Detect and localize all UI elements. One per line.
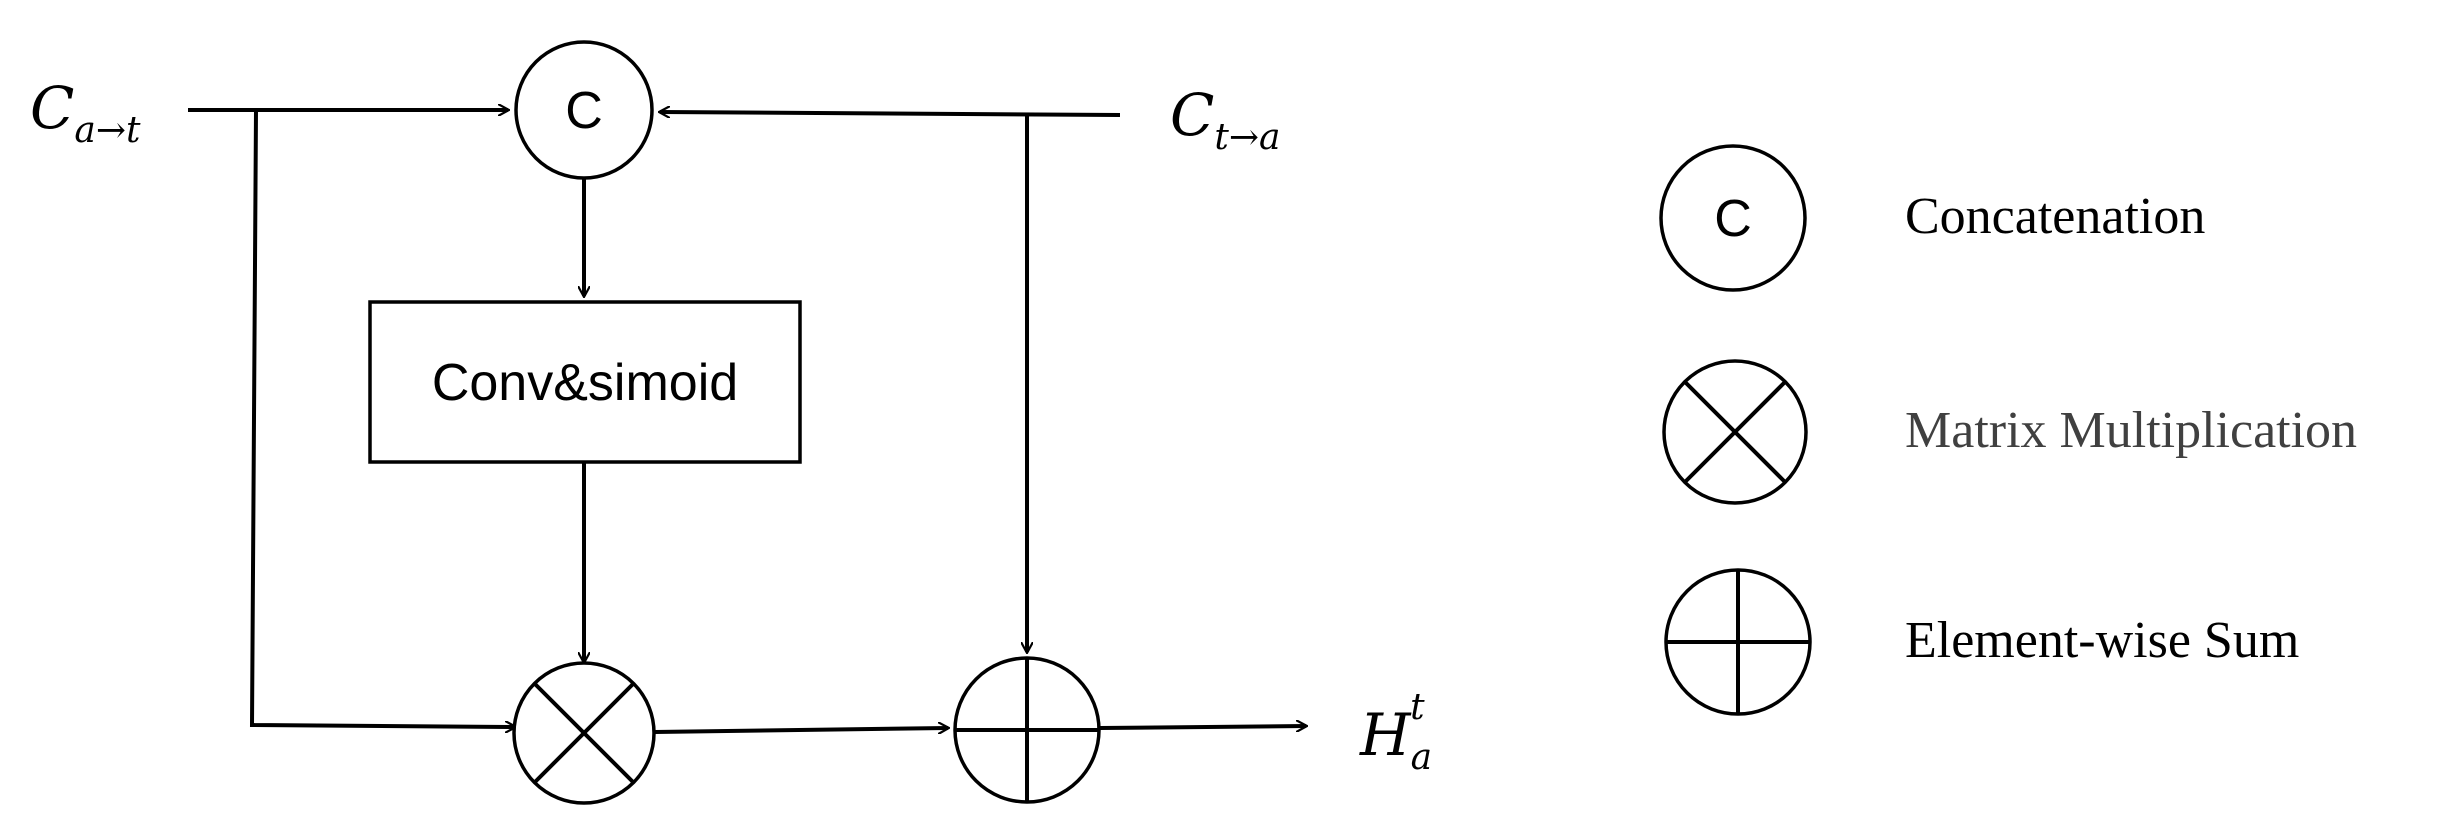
legend-element-wise-sum-label: Element-wise Sum [1905,612,2299,669]
legend-concatenation: C Concatenation [1659,144,2205,292]
multiply-cross-line-2 [533,682,635,784]
connectors [188,110,1306,732]
conv-sigmoid-block: Conv&simoid [368,300,802,464]
input-label-c-t-to-a: Ct→a [1170,81,1280,158]
arrow-multiply-to-sum [654,728,948,732]
arrow-right-input-to-concat [660,112,1121,115]
legend-concat-icon [1659,144,1807,292]
legend-matrix-multiplication-label: Matrix Multiplication [1905,402,2357,459]
legend-concat-symbol: C [1714,190,1752,248]
legend-matrix-multiplication: Matrix Multiplication [1662,359,2357,505]
concatenation-node: C [514,40,654,180]
arrow-sum-to-output [1099,726,1306,728]
element-wise-sum-node [953,656,1101,804]
legend-element-wise-sum: Element-wise Sum [1664,568,2299,716]
matrix-multiplication-node [512,661,656,805]
concat-symbol: C [565,82,603,140]
input-label-c-a-to-t: Ca→t [30,74,141,151]
output-label-h-a-t: Hat [1359,687,1432,778]
arrow-left-branch-to-multiply [249,109,515,727]
legend-concatenation-label: Concatenation [1905,188,2205,245]
legend: C Concatenation Matrix Multiplication El… [1659,144,2357,716]
conv-block-label: Conv&simoid [432,354,738,412]
